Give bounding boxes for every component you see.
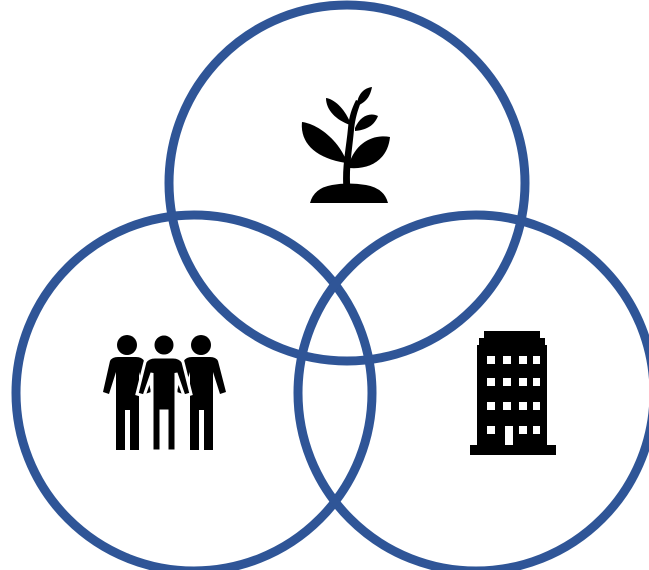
office-building-icon	[470, 331, 556, 455]
group-of-people-icon	[103, 332, 226, 453]
venn-rings	[11, 0, 649, 570]
circle-environment	[164, 0, 530, 366]
plant-sprout-icon	[301, 87, 390, 203]
circle-business	[293, 210, 649, 570]
circle-people	[11, 210, 377, 570]
